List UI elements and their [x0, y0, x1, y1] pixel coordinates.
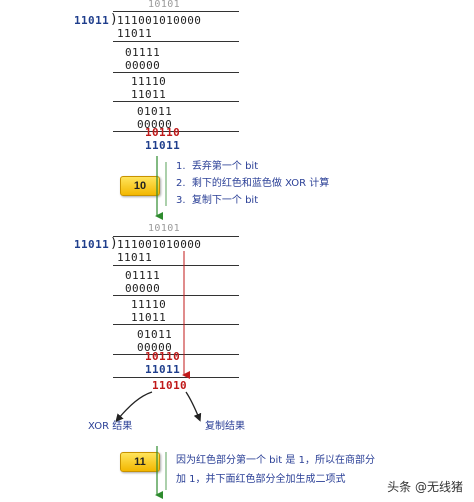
bottom-vinculum: [113, 236, 239, 237]
bottom-blue-row: 11011: [145, 363, 181, 376]
top-row: 11110: [131, 75, 167, 88]
step1-note: 3. 复制下一个 bit: [176, 195, 259, 206]
copy-result-label: 复制结果: [205, 421, 245, 432]
top-blue-row: 11011: [145, 139, 181, 152]
copy-pointer: [185, 391, 202, 422]
top-row: 01011: [137, 105, 173, 118]
division-bracket: ): [110, 236, 119, 251]
step1-note: 2. 剩下的红色和蓝色做 XOR 计算: [176, 178, 330, 189]
bottom-quotient: 10101: [148, 223, 181, 234]
top-rule: [113, 131, 239, 132]
top-divisor: 11011: [74, 14, 110, 27]
top-quotient: 10101: [148, 0, 181, 10]
bottom-rule: [113, 324, 239, 325]
step-badge: 11: [120, 452, 160, 472]
bottom-red-row: 10110: [145, 350, 181, 363]
bottom-rule: [113, 265, 239, 266]
step1-note: 1. 丢弃第一个 bit: [176, 161, 259, 172]
top-row: 11011: [117, 27, 153, 40]
bottom-row: 11011: [117, 251, 153, 264]
top-red-row: 10110: [145, 126, 181, 139]
bottom-row: 11110: [131, 298, 167, 311]
result-xor-bits: 1101: [152, 379, 181, 392]
top-rule: [113, 72, 239, 73]
top-row: 11011: [131, 88, 167, 101]
bottom-row: 01011: [137, 328, 173, 341]
bottom-row: 01111: [125, 269, 161, 282]
top-dividend: 111001010000: [117, 14, 202, 27]
bottom-rule: [113, 295, 239, 296]
top-row: 00000: [125, 59, 161, 72]
bottom-rule: [113, 377, 239, 378]
bottom-rule: [113, 354, 239, 355]
xor-pointer: [115, 391, 153, 423]
bottom-row: 11011: [131, 311, 167, 324]
result-copy-bit: 0: [180, 379, 188, 392]
top-vinculum: [113, 11, 239, 12]
bottom-divisor: 11011: [74, 238, 110, 251]
watermark: 头条 @无线猪: [384, 477, 466, 496]
xor-result-label: XOR 结果: [88, 421, 133, 432]
bottom-row: 00000: [137, 341, 173, 354]
step-badge: 10: [120, 176, 160, 196]
top-row: 00000: [137, 118, 173, 131]
bottom-dividend: 111001010000: [117, 238, 202, 251]
step2-note: 加 1，并下面红色部分全加生成二项式: [176, 474, 346, 485]
top-rule: [113, 41, 239, 42]
division-bracket: ): [110, 12, 119, 27]
bottom-row: 00000: [125, 282, 161, 295]
top-row: 01111: [125, 46, 161, 59]
top-rule: [113, 101, 239, 102]
step2-note: 因为红色部分第一个 bit 是 1，所以在商部分: [176, 455, 375, 466]
